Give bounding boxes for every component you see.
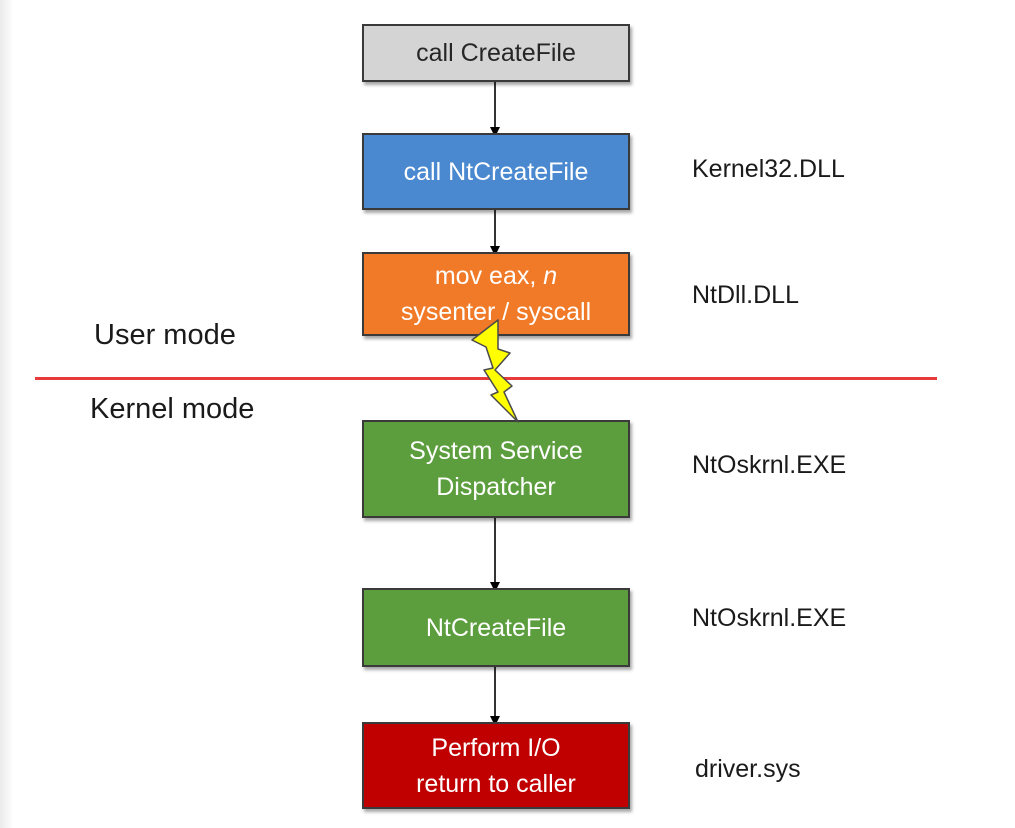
box-perform-io: Perform I/O return to caller — [362, 722, 630, 809]
box-dispatcher-line2: Dispatcher — [436, 473, 556, 501]
box-syscall-stub-line1: mov eax, n — [434, 262, 558, 290]
box-perform-io-line2: return to caller — [416, 769, 576, 798]
box-call-createfile: call CreateFile — [362, 24, 630, 82]
syscall-number-variable: n — [543, 262, 558, 290]
module-label-kernel32: Kernel32.DLL — [692, 155, 845, 183]
user-kernel-boundary-line — [35, 377, 937, 380]
module-label-ntoskrnl-dispatcher: NtOskrnl.EXE — [692, 451, 847, 479]
box-ntcreatefile-label: NtCreateFile — [425, 613, 567, 642]
box-system-service-dispatcher: System Service Dispatcher — [362, 420, 630, 518]
box-call-createfile-label: call CreateFile — [416, 39, 576, 67]
user-mode-label: User mode — [94, 319, 236, 351]
box-call-ntcreatefile: call NtCreateFile — [362, 133, 630, 210]
box-dispatcher-line1: System Service — [409, 437, 583, 465]
module-label-ntoskrnl-create: NtOskrnl.EXE — [692, 604, 847, 632]
kernel-mode-label: Kernel mode — [90, 393, 255, 425]
left-edge-strip — [0, 0, 14, 828]
box-ntcreatefile: NtCreateFile — [362, 588, 630, 667]
module-label-ntdll: NtDll.DLL — [692, 281, 799, 309]
box-call-ntcreatefile-label: call NtCreateFile — [403, 157, 589, 186]
module-label-driver: driver.sys — [695, 755, 801, 783]
box-perform-io-line1: Perform I/O — [431, 733, 561, 762]
box-syscall-stub: mov eax, n sysenter / syscall — [362, 252, 630, 336]
